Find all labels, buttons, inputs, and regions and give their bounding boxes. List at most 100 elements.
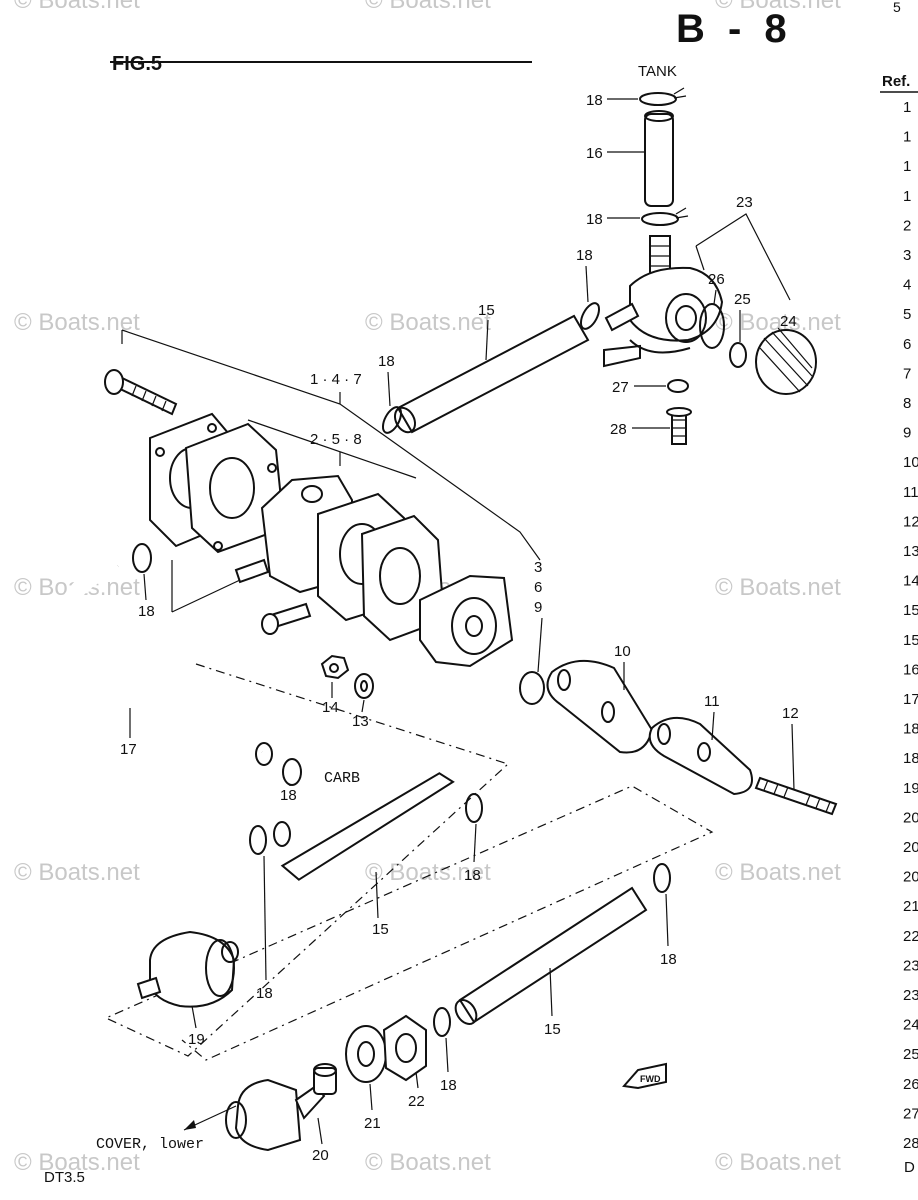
- ref-number: 28: [903, 1135, 918, 1152]
- washer-hole: [357, 1041, 375, 1067]
- leader-line: [369, 1083, 373, 1111]
- hose-clip-icon: [433, 1007, 451, 1037]
- hose-end: [454, 999, 478, 1025]
- watermark: © Boats.net: [14, 0, 140, 14]
- nut-14: [320, 654, 350, 680]
- screw-hole: [155, 447, 165, 457]
- callout-17: 17: [120, 741, 137, 758]
- callout-18: 18: [660, 951, 677, 968]
- leader-line: [375, 871, 379, 919]
- callout-12: 12: [782, 705, 799, 722]
- ref-number: 6: [903, 336, 911, 353]
- hose-17-fill: [51, 558, 264, 760]
- callout-24: 24: [780, 313, 797, 330]
- ref-column: Ref. 11112345678910111213141515161718181…: [880, 73, 918, 1152]
- rear-cover-recess: [451, 597, 497, 655]
- filter-outlet: [221, 941, 239, 963]
- leader-line: [263, 855, 267, 981]
- bracket-147: [121, 329, 541, 561]
- screw-hole: [213, 541, 223, 551]
- ref-number: 4: [903, 277, 911, 294]
- callout-18: 18: [440, 1077, 457, 1094]
- fitting-port: [665, 293, 707, 343]
- leader-line: [549, 967, 553, 1017]
- leader-line: [473, 823, 477, 863]
- callout-18: 18: [378, 353, 395, 370]
- callout-18: 18: [586, 211, 603, 228]
- tank-label: TANK: [638, 63, 677, 80]
- filter-nipple: [136, 976, 162, 1000]
- watermark: © Boats.net: [715, 0, 841, 14]
- fuel-hose-17: 17 18 18 CARB: [51, 543, 360, 804]
- nut-hole: [329, 663, 339, 673]
- callout-9: 9: [534, 599, 542, 616]
- callout-25: 25: [734, 291, 751, 308]
- primer-bulb-10: [546, 659, 654, 754]
- ref-number: 21: [903, 898, 918, 915]
- callout-10: 10: [614, 643, 631, 660]
- fwd-arrow-icon: [622, 1062, 667, 1090]
- model-label: DT3.5: [44, 1169, 85, 1186]
- fuel-pump-assembly: 1 · 4 · 7 2 · 5 · 8 3 6 9 14 13: [104, 329, 545, 730]
- screw-hole: [267, 463, 277, 473]
- filter-mesh: [759, 327, 813, 393]
- fuel-hose-15-lower: [458, 886, 648, 1024]
- callout-16: 16: [586, 145, 603, 162]
- watermark: © Boats.net: [14, 1149, 140, 1176]
- ref-number: 25: [903, 1046, 918, 1063]
- nut-hole: [395, 1033, 417, 1063]
- stud-12: [754, 776, 838, 816]
- screw-thread: [672, 419, 686, 437]
- ref-number: 3: [903, 247, 911, 264]
- watermark: © Boats.net: [365, 859, 491, 886]
- watermarks: © Boats.net © Boats.net © Boats.net © Bo…: [14, 0, 841, 1176]
- callout-18: 18: [586, 92, 603, 109]
- leader-line: [485, 319, 489, 361]
- corner-footer: D: [904, 1159, 915, 1176]
- fuel-hose-15-mid: [280, 772, 455, 881]
- ref-number: 20: [903, 869, 918, 886]
- leader-line: [387, 371, 391, 407]
- leader-line: [317, 1117, 323, 1145]
- fitting-port-inner: [675, 305, 697, 331]
- callout-22: 22: [408, 1093, 425, 1110]
- ref-number: 16: [903, 661, 918, 678]
- bulb-hole: [557, 669, 571, 691]
- ref-number: 18: [903, 750, 918, 767]
- clip-tab: [673, 87, 687, 99]
- callout-15: 15: [372, 921, 389, 938]
- hose-clip-icon: [381, 406, 403, 434]
- hose-end: [255, 742, 273, 766]
- ref-number: 1: [903, 99, 911, 116]
- ref-number: 12: [903, 513, 918, 530]
- page-id: B - 8: [676, 7, 793, 51]
- pump-screw-head: [261, 613, 279, 635]
- fwd-label: FWD: [640, 1074, 661, 1084]
- bracket-23: [695, 213, 791, 301]
- bracket-258: [247, 419, 417, 479]
- hose-clip-icon: [639, 92, 677, 106]
- leader-line: [537, 617, 543, 673]
- leader-line: [361, 699, 365, 713]
- callout-20: 20: [312, 1147, 329, 1164]
- hose-clip-icon: [653, 863, 671, 893]
- ref-number: 13: [903, 543, 918, 560]
- arrow-head: [184, 1120, 196, 1130]
- fitting-lever: [603, 344, 641, 368]
- hose-body: [396, 314, 590, 434]
- fuel-filter-19: [149, 930, 236, 1008]
- watermark: © Boats.net: [365, 0, 491, 14]
- ref-number: 8: [903, 395, 911, 412]
- fitting-base: [629, 339, 691, 354]
- o-ring-26: [699, 303, 725, 349]
- watermark: © Boats.net: [365, 309, 491, 336]
- ref-number: 1: [903, 188, 911, 205]
- watermark: © Boats.net: [715, 574, 841, 601]
- watermark: © Boats.net: [715, 859, 841, 886]
- washer-hole: [360, 680, 368, 692]
- washer-13: [354, 673, 374, 699]
- cover-lower-label: COVER, lower: [96, 1136, 204, 1153]
- callout-23: 23: [736, 194, 753, 211]
- ref-number: 26: [903, 1076, 918, 1093]
